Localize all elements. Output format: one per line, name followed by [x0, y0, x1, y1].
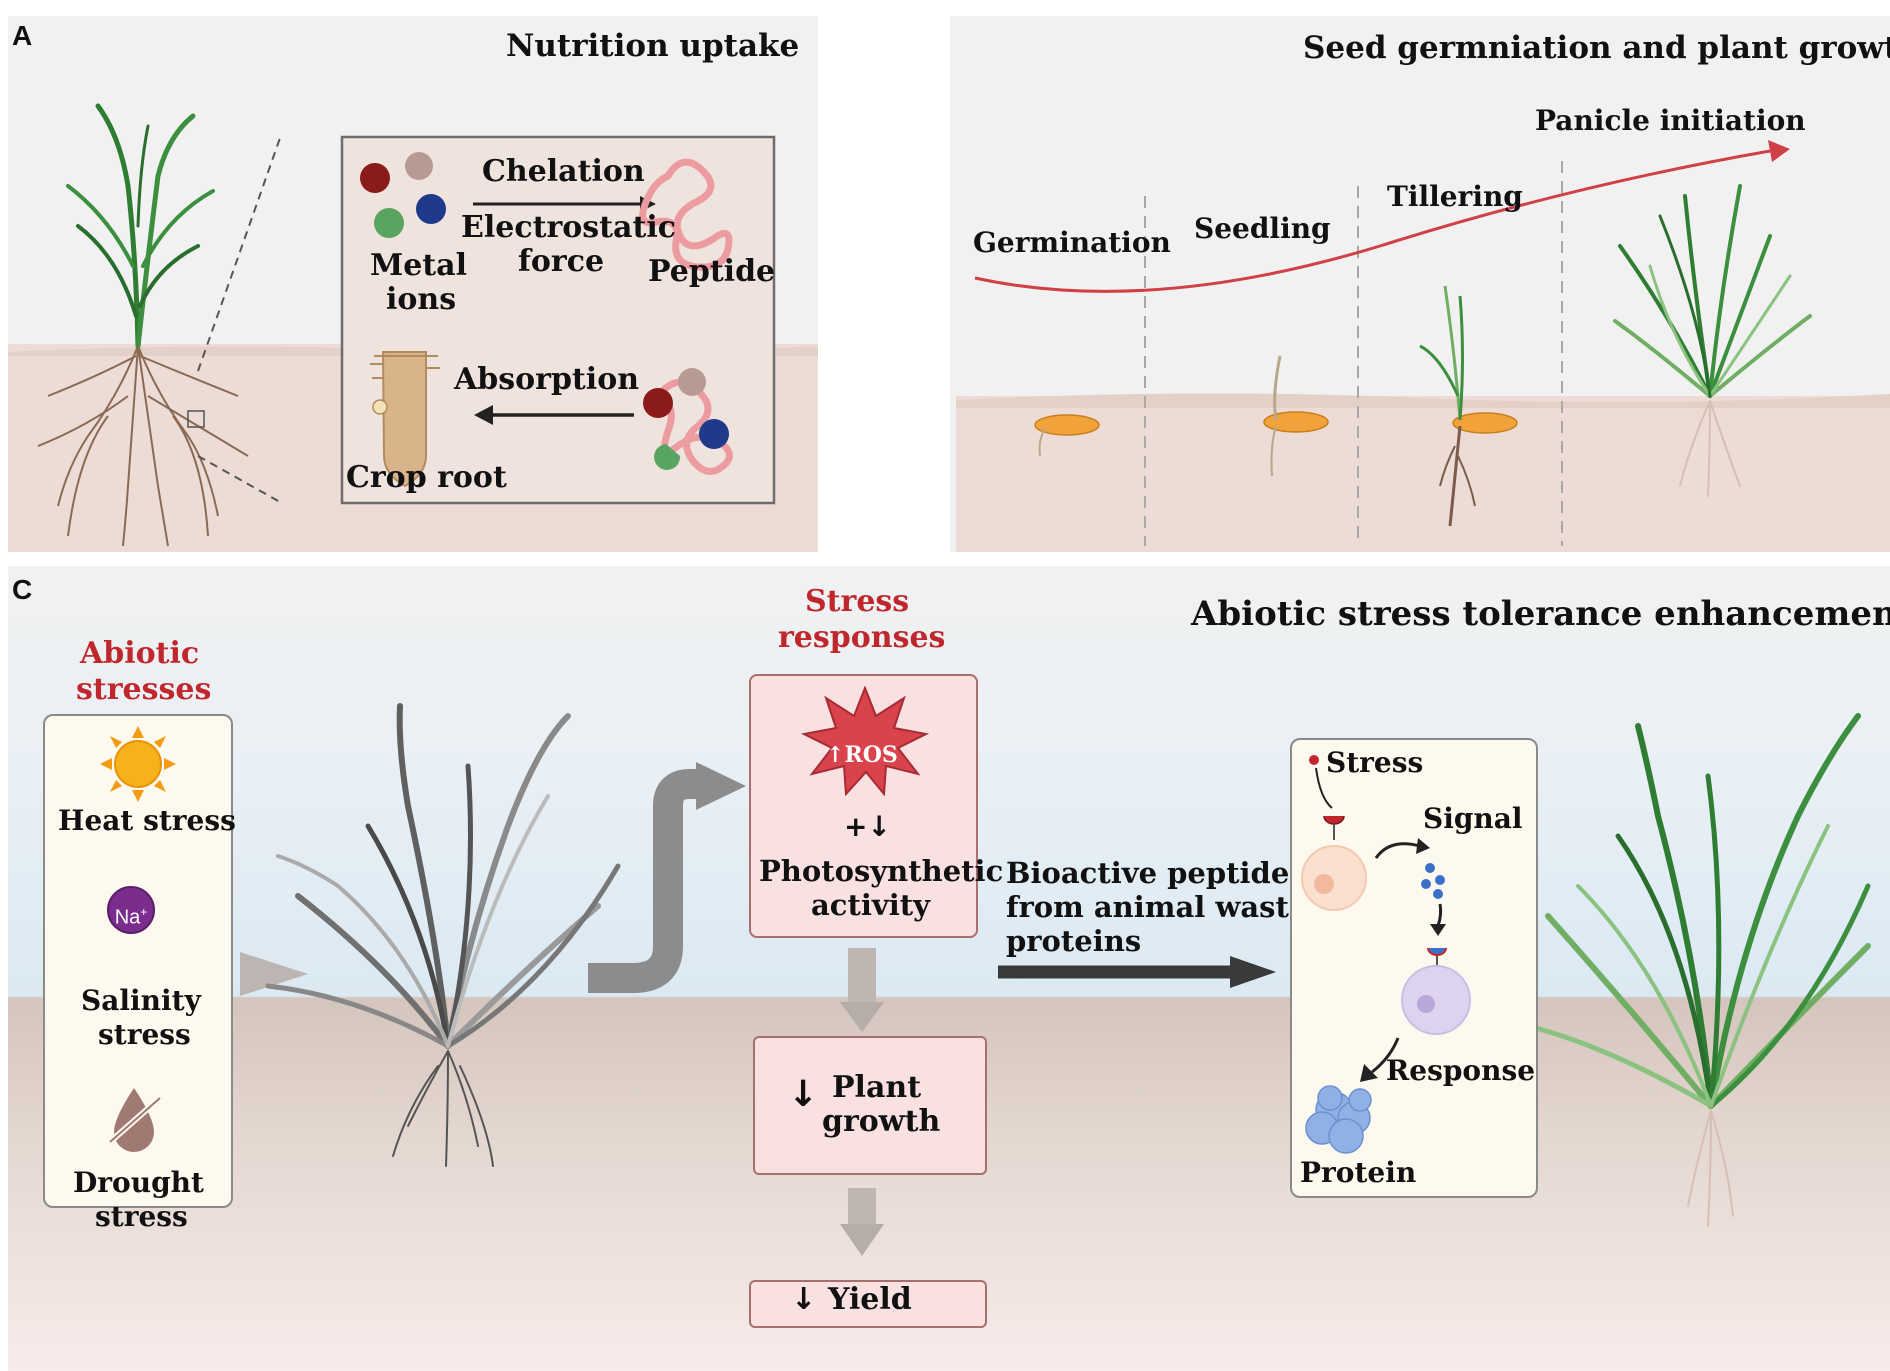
sun-icon [100, 726, 176, 802]
plant-a-icon [66, 103, 215, 349]
stress-responses-label-1: Stress [805, 584, 910, 619]
ros-burst-icon [800, 686, 930, 796]
plant-growth-label-1: Plant [832, 1070, 922, 1105]
absorption-label: Absorption [454, 362, 640, 397]
salinity-label-2: stress [98, 1018, 191, 1051]
abiotic-label-2: stresses [76, 672, 212, 707]
stage-germination: Germination [973, 226, 1171, 259]
tillering-icon [1419, 285, 1518, 527]
roots-a-icon [37, 345, 249, 547]
electrostatic-label: Electrostatic [461, 210, 676, 245]
panel-a-title: Nutrition uptake [506, 28, 800, 64]
stage-panicle-initiation: Panicle initiation [1535, 104, 1806, 137]
photosynthetic-label-2: activity [811, 888, 930, 922]
sodium-symbol: Na [114, 906, 141, 929]
panel-c: C Abiotic stress tolerance enhancement A… [8, 566, 1890, 1371]
seed-germination-icon [1034, 414, 1100, 457]
cell-signal-label: Signal [1423, 802, 1523, 835]
stress-responses-label-2: responses [778, 620, 946, 655]
peptide-label: Peptide [648, 254, 776, 289]
bioactive-label-3: proteins [1006, 924, 1142, 958]
panel-a-art [8, 103, 818, 552]
abiotic-label-1: Abiotic [80, 636, 200, 671]
panel-c-label: C [12, 574, 33, 605]
down-arrow-yield-icon: ↓ [791, 1282, 817, 1317]
sodium-charge: + [140, 905, 148, 919]
photosynthetic-label-1: Photosynthetic [759, 854, 1004, 888]
panicle-plant-icon [1613, 184, 1812, 497]
stressed-plant-icon [265, 703, 621, 1167]
healthy-plant-icon [1525, 713, 1871, 1227]
signaling-art [1301, 755, 1471, 1154]
seedling-icon [1263, 355, 1329, 477]
yield-box [749, 1280, 987, 1328]
heat-stress-label: Heat stress [58, 804, 236, 837]
drought-label-2: stress [95, 1200, 188, 1233]
plant-growth-label-2: growth [822, 1104, 941, 1139]
ros-text: ROS [844, 742, 898, 768]
cell-protein-label: Protein [1300, 1156, 1417, 1189]
down-arrow-growth-icon: ↓ [788, 1074, 819, 1115]
force-label: force [518, 244, 605, 279]
stage-tillering: Tillering [1387, 180, 1523, 213]
drought-label-1: Drought [73, 1166, 204, 1199]
panel-c-art [240, 703, 1871, 1256]
plant-growth-box [753, 1036, 987, 1175]
panel-b-art [956, 140, 1890, 552]
cell-response-label: Response [1386, 1054, 1536, 1087]
metal-ions-label-1: Metal [370, 248, 467, 283]
panel-c-title: Abiotic stress tolerance enhancement [1191, 594, 1890, 634]
crop-root-label: Crop root [346, 460, 507, 495]
bioactive-label-2: from animal waste [1006, 890, 1308, 924]
cell-stress-label: Stress [1326, 746, 1424, 779]
ros-plus-arrow-icon: +↓ [844, 810, 891, 843]
panel-b: B Seed germniation and plant growth Germ… [950, 16, 1890, 552]
salinity-label-1: Salinity [81, 984, 201, 1017]
chelation-label: Chelation [482, 154, 645, 189]
yield-label: Yield [828, 1282, 912, 1317]
ros-label: ↑ROS [826, 742, 898, 768]
panel-b-title: Seed germniation and plant growth [1303, 30, 1890, 66]
bioactive-label-1: Bioactive peptide [1006, 856, 1290, 890]
drought-icon [108, 1088, 162, 1152]
stage-seedling: Seedling [1194, 212, 1331, 245]
panel-a: A Nutrition uptake Chelation Electrostat… [8, 16, 818, 552]
metal-ions-label-2: ions [386, 282, 457, 317]
panel-a-label: A [12, 20, 33, 51]
sodium-icon: Na+ [107, 886, 155, 934]
